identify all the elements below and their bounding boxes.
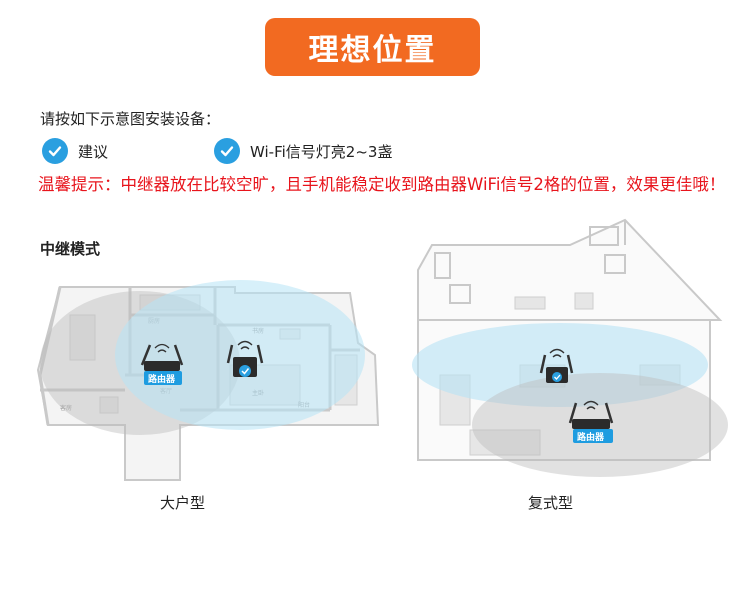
page-title-badge: 理想位置 xyxy=(265,18,480,76)
caption-duplex: 复式型 xyxy=(528,494,574,512)
mode-label: 中继模式 xyxy=(40,240,101,258)
check-icon xyxy=(42,138,68,164)
floorplan-illustration: 厨房 书房 客厅 主卧 客房 阳台 路由器 xyxy=(36,280,380,481)
repeater-icon xyxy=(226,340,264,377)
router-icon: 路由器 xyxy=(140,343,184,385)
page-title: 理想位置 xyxy=(308,33,437,68)
caption-large-house: 大户型 xyxy=(160,494,206,512)
repeater-coverage-area xyxy=(115,280,365,430)
duplex-illustration: 路由器 xyxy=(412,218,728,477)
router-icon: 路由器 xyxy=(568,400,614,443)
router-label: 路由器 xyxy=(148,373,176,385)
room-guest: 客房 xyxy=(60,404,72,412)
check-item-recommend: 建议 xyxy=(42,138,108,164)
intro-text: 请按如下示意图安装设备： xyxy=(40,110,221,128)
repeater-icon xyxy=(539,348,574,383)
check-label: Wi-Fi信号灯亮2~3盏 xyxy=(250,142,393,161)
check-item-wifi-led: Wi-Fi信号灯亮2~3盏 xyxy=(214,138,392,164)
check-icon xyxy=(214,138,240,164)
router-label: 路由器 xyxy=(577,431,605,443)
check-label: 建议 xyxy=(78,142,109,161)
warning-text: 温馨提示：中继器放在比较空旷，且手机能稳定收到路由器WiFi信号2格的位置，效果… xyxy=(38,175,726,194)
upper-coverage-area xyxy=(412,323,708,407)
